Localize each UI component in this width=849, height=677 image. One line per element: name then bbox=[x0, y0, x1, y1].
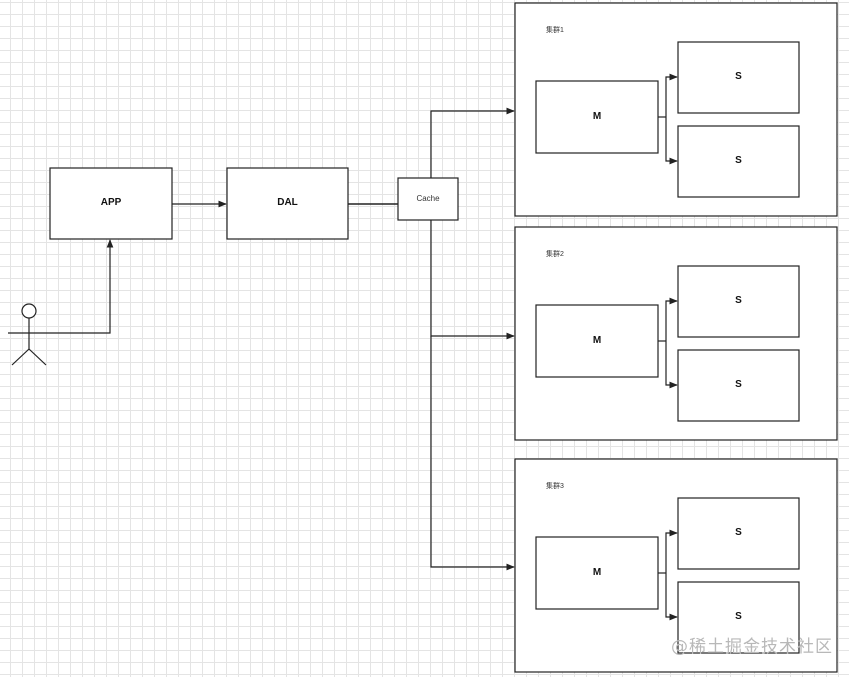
edge-cache-cluster-1 bbox=[430, 107, 515, 178]
cluster-1-slave-2-label: S bbox=[735, 155, 742, 166]
cluster-3-slave-1-label: S bbox=[735, 527, 742, 538]
cluster-3-slave-1 bbox=[677, 497, 800, 570]
cluster-1-master bbox=[535, 80, 659, 154]
cluster-3-slave-2 bbox=[677, 581, 800, 654]
cluster-1-slave-1 bbox=[677, 41, 800, 114]
edge-cache-cluster-2 bbox=[430, 220, 515, 340]
cluster-2-label: 集群2 bbox=[546, 251, 564, 258]
cluster-2-slave-1-label: S bbox=[735, 295, 742, 306]
cluster-1 bbox=[514, 2, 838, 217]
cluster-2-slave-2 bbox=[677, 349, 800, 422]
app-box bbox=[49, 167, 173, 240]
cache-label: Cache bbox=[416, 194, 440, 203]
edge-user-app bbox=[50, 239, 114, 334]
dal-box bbox=[226, 167, 349, 240]
cluster-2-slave-1 bbox=[677, 265, 800, 338]
cluster-3-master bbox=[535, 536, 659, 610]
cluster-2-slave-2-label: S bbox=[735, 379, 742, 390]
cluster-2-master bbox=[535, 304, 659, 378]
edge-cache-cluster-3 bbox=[430, 336, 515, 571]
cluster-1-label: 集群1 bbox=[546, 27, 564, 34]
user-actor-icon bbox=[8, 303, 50, 366]
cluster-2 bbox=[514, 226, 838, 441]
cluster-3 bbox=[514, 458, 838, 673]
cache-box bbox=[397, 177, 459, 221]
watermark: @稀土掘金技术社区 bbox=[671, 637, 833, 657]
cluster-3-label: 集群3 bbox=[546, 483, 564, 490]
cluster-3-slave-2-label: S bbox=[735, 611, 742, 622]
app-label: APP bbox=[100, 197, 122, 208]
dal-label: DAL bbox=[277, 197, 298, 208]
cluster-1-slave-1-label: S bbox=[735, 71, 742, 82]
cluster-2-master-label: M bbox=[592, 335, 602, 346]
cluster-1-slave-2 bbox=[677, 125, 800, 198]
cluster-3-master-label: M bbox=[592, 567, 602, 578]
cluster-1-master-label: M bbox=[592, 111, 602, 122]
